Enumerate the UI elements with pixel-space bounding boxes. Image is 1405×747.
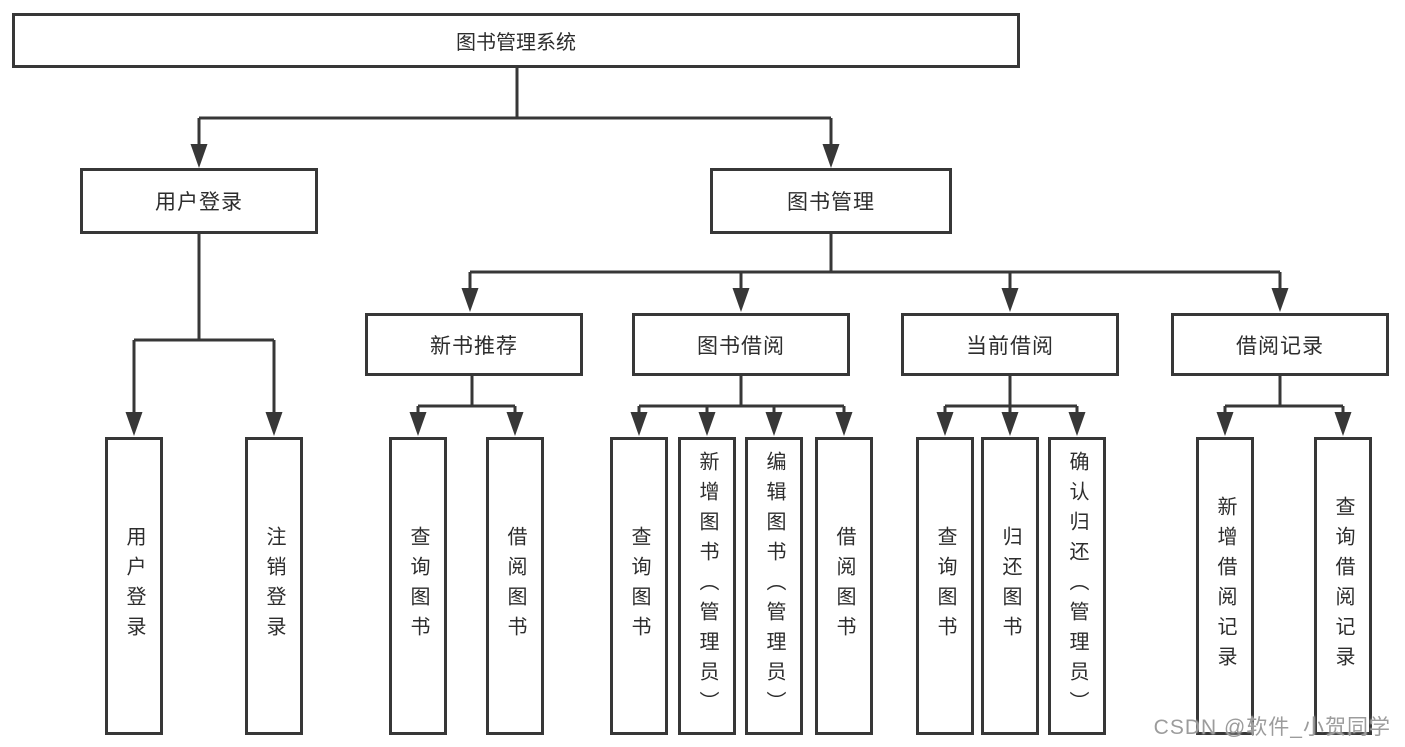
arrowhead-icon [125, 412, 143, 436]
leaf-add-borrow-record: 新增借阅记录 [1196, 437, 1254, 735]
leaf-label: 编辑图书（管理员） [763, 451, 785, 721]
leaf-edit-book-admin: 编辑图书（管理员） [745, 437, 803, 735]
node-current-borrowing: 当前借阅 [901, 313, 1119, 376]
leaf-logout: 注销登录 [245, 437, 303, 735]
leaf-label: 确认归还（管理员） [1066, 451, 1088, 721]
leaf-label: 查询图书 [934, 526, 956, 646]
leaf-label: 归还图书 [999, 526, 1021, 646]
leaf-label: 查询图书 [628, 526, 650, 646]
leaf-label: 注销登录 [263, 526, 285, 646]
leaf-add-book-admin: 新增图书（管理员） [678, 437, 736, 735]
node-label: 用户登录 [155, 191, 243, 214]
node-new-book-recommend: 新书推荐 [365, 313, 583, 376]
node-book-borrowing: 图书借阅 [632, 313, 850, 376]
arrowhead-icon [1001, 412, 1019, 436]
leaf-label: 借阅图书 [833, 526, 855, 646]
arrowhead-icon [409, 412, 427, 436]
node-user-login: 用户登录 [80, 168, 318, 234]
arrowhead-icon [732, 288, 750, 312]
leaf-return-book: 归还图书 [981, 437, 1039, 735]
leaf-query-books-current: 查询图书 [916, 437, 974, 735]
arrowhead-icon [265, 412, 283, 436]
arrowhead-icon [835, 412, 853, 436]
leaf-label: 新增图书（管理员） [696, 451, 718, 721]
arrowhead-icon [698, 412, 716, 436]
leaf-borrow-books-recommend: 借阅图书 [486, 437, 544, 735]
arrowhead-icon [190, 144, 208, 168]
leaf-query-borrow-record: 查询借阅记录 [1314, 437, 1372, 735]
arrowhead-icon [1216, 412, 1234, 436]
arrowhead-icon [630, 412, 648, 436]
leaf-confirm-return-admin: 确认归还（管理员） [1048, 437, 1106, 735]
node-book-management: 图书管理 [710, 168, 952, 234]
arrowhead-icon [1068, 412, 1086, 436]
leaf-user-login: 用户登录 [105, 437, 163, 735]
node-label: 图书借阅 [697, 334, 785, 358]
leaf-borrow-books-borrowing: 借阅图书 [815, 437, 873, 735]
arrowhead-icon [1271, 288, 1289, 312]
node-library-management-system: 图书管理系统 [12, 13, 1020, 68]
leaf-label: 新增借阅记录 [1214, 496, 1236, 676]
arrowhead-icon [765, 412, 783, 436]
leaf-query-books-borrowing: 查询图书 [610, 437, 668, 735]
arrowhead-icon [506, 412, 524, 436]
leaf-label: 查询借阅记录 [1332, 496, 1354, 676]
node-label: 新书推荐 [430, 334, 518, 358]
leaf-query-books-recommend: 查询图书 [389, 437, 447, 735]
csdn-watermark: CSDN @软件_小贺同学 [1153, 716, 1391, 739]
node-label: 图书管理 [787, 191, 875, 214]
leaf-label: 借阅图书 [504, 526, 526, 646]
arrowhead-icon [936, 412, 954, 436]
node-label: 借阅记录 [1236, 334, 1324, 358]
node-label: 当前借阅 [966, 334, 1054, 358]
arrowhead-icon [822, 144, 840, 168]
leaf-label: 用户登录 [123, 526, 145, 646]
arrowhead-icon [1001, 288, 1019, 312]
arrowhead-icon [1334, 412, 1352, 436]
node-label: 图书管理系统 [456, 32, 576, 54]
arrowhead-icon [461, 288, 479, 312]
leaf-label: 查询图书 [407, 526, 429, 646]
node-borrowing-records: 借阅记录 [1171, 313, 1389, 376]
